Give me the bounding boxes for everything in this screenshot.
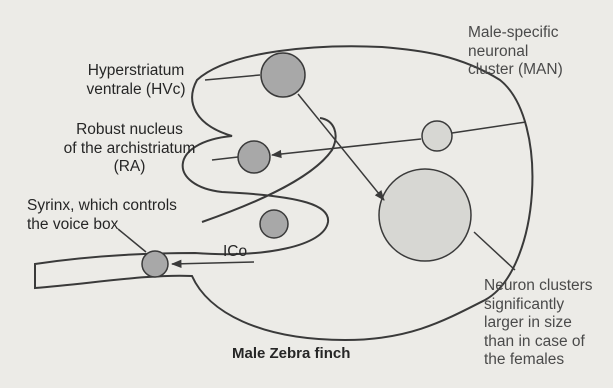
leader-man [452,122,526,133]
ico-label: ICo [223,243,247,262]
ra-label: Robust nucleus of the archistriatum (RA) [42,121,217,177]
syrinx-label-line-1: Syrinx, which controls [27,197,177,216]
figure-caption: Male Zebra finch [232,345,350,364]
leader-neuron-clusters [474,232,515,270]
man-label: Male-specific neuronal cluster (MAN) [468,24,563,80]
ra-label-line-1: Robust nucleus [42,121,217,140]
hvc-label: Hyperstriatum ventrale (HVc) [58,62,214,99]
neuron-clusters-line-5: the females [484,351,593,370]
figure-caption-text: Male Zebra finch [232,345,350,362]
man-label-line-2: neuronal [468,43,563,62]
ra-label-line-3: (RA) [42,158,217,177]
hvc-label-line-2: ventrale (HVc) [58,81,214,100]
neuron-clusters-line-3: larger in size [484,314,593,333]
syrinx-label: Syrinx, which controls the voice box [27,197,177,234]
arrow-hvc-to-cluster [298,94,384,200]
ra-nucleus [238,141,270,173]
hvc-nucleus [261,53,305,97]
man-cluster [422,121,452,151]
man-label-line-3: cluster (MAN) [468,61,563,80]
neuron-clusters-line-2: significantly [484,296,593,315]
syrinx-label-line-2: the voice box [27,216,177,235]
hvc-label-line-1: Hyperstriatum [58,62,214,81]
man-label-line-1: Male-specific [468,24,563,43]
ra-label-line-2: of the archistriatum [42,140,217,159]
arrow-ico-to-syrinx [172,262,254,264]
neuron-clusters-label: Neuron clusters significantly larger in … [484,277,593,370]
large-neuron-cluster [379,169,471,261]
ico-nucleus [260,210,288,238]
neuron-clusters-line-1: Neuron clusters [484,277,593,296]
ico-label-text: ICo [223,243,247,260]
syrinx-nucleus [142,251,168,277]
neuron-clusters-line-4: than in case of [484,333,593,352]
